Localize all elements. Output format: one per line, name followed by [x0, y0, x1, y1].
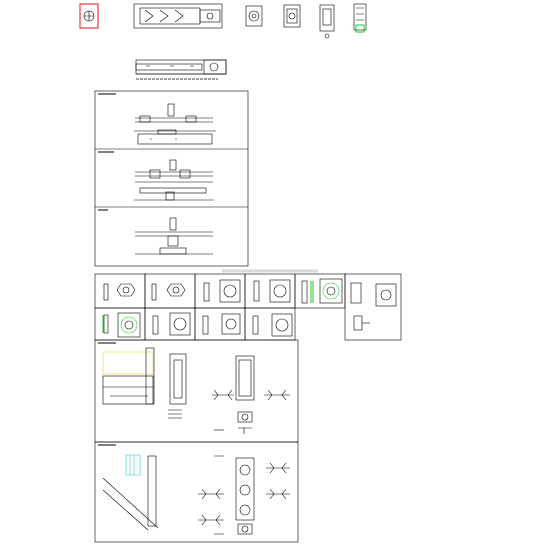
thumbnail-part-3[interactable] [319, 4, 335, 39]
side-elevation-view [135, 59, 227, 75]
sheet-assembly-1 [94, 339, 299, 443]
section-view-1 [134, 103, 216, 145]
thumbnail-part-1[interactable] [245, 5, 263, 27]
sheet-assembly-2 [94, 441, 299, 543]
sheet-part-views [94, 273, 402, 341]
section-view-2 [134, 159, 214, 201]
thumbnail-assembly-top[interactable] [133, 3, 223, 29]
section-view-3 [135, 217, 213, 255]
thumbnail-part-2[interactable] [283, 4, 301, 28]
thumbnail-part-4[interactable] [353, 3, 367, 33]
sheet-sections [94, 90, 249, 267]
thumbnail-selected[interactable] [79, 3, 99, 29]
